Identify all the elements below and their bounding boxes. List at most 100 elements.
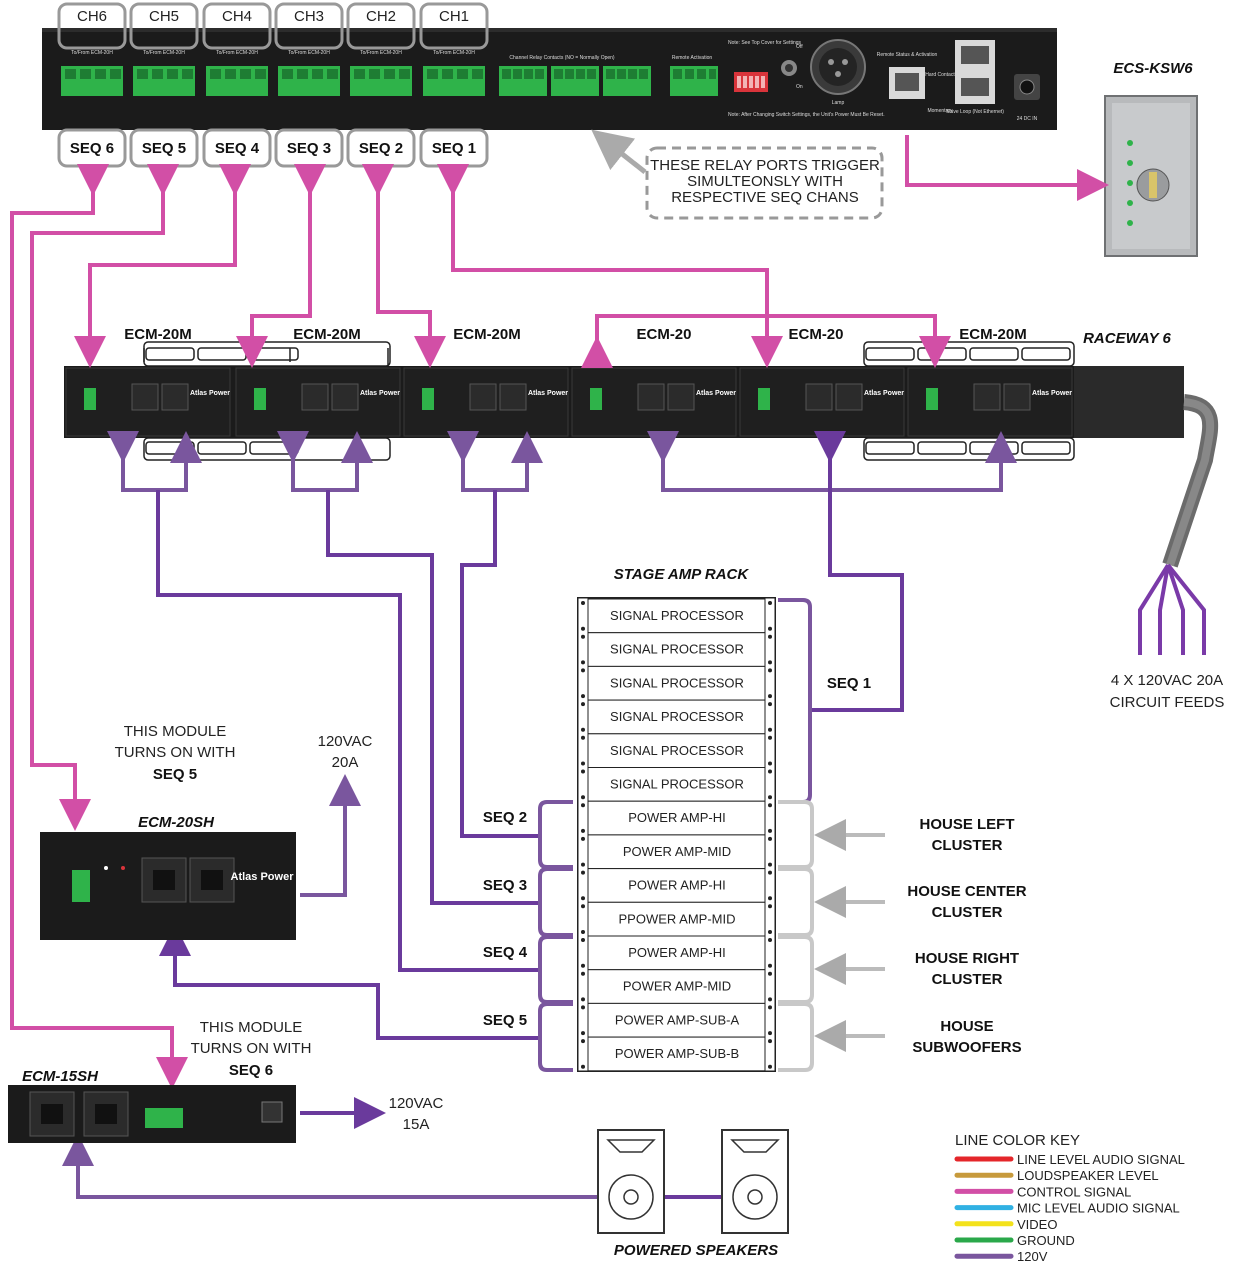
power-lines: [62, 431, 1017, 1199]
rack-unit-label: SIGNAL PROCESSOR: [610, 709, 744, 724]
rack-unit: SIGNAL PROCESSOR: [581, 665, 772, 701]
module-brand: Atlas Power: [864, 390, 904, 397]
raceway-clip-bottom: [1021, 441, 1071, 455]
relay-header: Channel Relay Contacts (NO = Normally Op…: [509, 55, 615, 61]
ecs-ksw6-keyswitch: ECS-KSW6: [1104, 60, 1198, 257]
channel-caption: To/From ECM-20H: [288, 50, 330, 56]
channel-module-6: To/From ECM-20H: [61, 50, 123, 96]
color-key-item: LINE LEVEL AUDIO SIGNAL: [954, 1152, 1185, 1167]
slave-loop-rj45-ports[interactable]: [955, 40, 995, 104]
rack-unit-label: POWER AMP-MID: [623, 979, 731, 994]
rack-unit-label: POWER AMP-MID: [623, 844, 731, 859]
raceway-clip-bottom: [865, 441, 915, 455]
seq-label: SEQ 6: [70, 140, 114, 157]
seq-label: SEQ 5: [142, 140, 186, 157]
seq-tag-5: SEQ 5: [483, 1012, 527, 1029]
ecm15sh-note-1: THIS MODULE: [200, 1019, 303, 1036]
cluster-sub-2: SUBWOOFERS: [912, 1039, 1021, 1056]
rack-unit: PPOWER AMP-MID: [581, 901, 772, 937]
seq-label: SEQ 3: [287, 140, 331, 157]
relay-callout: THESE RELAY PORTS TRIGGER SIMULTEONSLY W…: [591, 129, 884, 220]
color-key-label: LOUDSPEAKER LEVEL: [1017, 1168, 1159, 1183]
relay-callout-line-1: THESE RELAY PORTS TRIGGER: [650, 157, 880, 174]
dip-switch-bank[interactable]: [734, 72, 768, 92]
color-key-item: 120V: [954, 1249, 1048, 1264]
raceway-module-label: ECM-20M: [959, 326, 1027, 343]
channel-label: CH1: [439, 8, 469, 25]
seq-tag-4: SEQ 4: [483, 944, 528, 961]
raceway-clip-top: [145, 347, 195, 361]
rack-unit-label: SIGNAL PROCESSOR: [610, 608, 744, 623]
lamp-xlr-connector[interactable]: Lamp: [810, 39, 866, 106]
seq-tag-1: SEQ 1: [827, 675, 871, 692]
cluster-right-1: HOUSE RIGHT: [915, 950, 1019, 967]
raceway-clip-bottom: [969, 441, 1019, 455]
module-brand: Atlas Power: [696, 390, 736, 397]
raceway-module-6: Atlas Power: [907, 367, 1073, 437]
color-key-label: VIDEO: [1017, 1217, 1057, 1232]
module-brand: Atlas Power: [528, 390, 568, 397]
ecs-ksw6-label: ECS-KSW6: [1113, 60, 1193, 77]
dc-in-label: 24 DC IN: [1017, 116, 1038, 122]
cluster-center-2: CLUSTER: [932, 904, 1003, 921]
seq-tag-2: SEQ 2: [483, 809, 527, 826]
channel-module-2: To/From ECM-20H: [350, 50, 412, 96]
raceway-clip-bottom: [249, 441, 299, 455]
raceway-chassis: [64, 366, 1074, 438]
rack-unit-label: POWER AMP-SUB-B: [615, 1046, 739, 1061]
speaker-left-icon: [597, 1129, 665, 1234]
color-key-item: VIDEO: [954, 1217, 1057, 1232]
rack-unit: POWER AMP-SUB-B: [581, 1036, 772, 1072]
rack-title: STAGE AMP RACK: [614, 566, 750, 583]
ecm20sh-feed-1: 120VAC: [318, 733, 373, 750]
rack-unit-label: SIGNAL PROCESSOR: [610, 675, 744, 690]
color-key-item: LOUDSPEAKER LEVEL: [954, 1168, 1159, 1183]
ecm20sh-note-3: SEQ 5: [153, 766, 197, 783]
rack-unit: POWER AMP-SUB-A: [581, 1002, 772, 1038]
rack-unit: POWER AMP-HI: [581, 800, 772, 836]
power-toggle-switch[interactable]: Off On: [781, 44, 803, 90]
color-key-label: LINE LEVEL AUDIO SIGNAL: [1017, 1152, 1185, 1167]
dc-input-jack[interactable]: 24 DC IN: [1014, 74, 1040, 122]
ecm15sh-note-3: SEQ 6: [229, 1062, 273, 1079]
slave-loop-label: Slave Loop (Not Ethernet): [946, 109, 1004, 115]
color-key-item: CONTROL SIGNAL: [954, 1184, 1131, 1199]
ecm20sh-brand: Atlas Power: [231, 871, 295, 883]
channel-module-4: To/From ECM-20H: [206, 50, 268, 96]
rack-unit: POWER AMP-HI: [581, 868, 772, 903]
rack-unit-label: POWER AMP-SUB-A: [615, 1012, 740, 1027]
module-brand: Atlas Power: [1032, 390, 1072, 397]
sequencer-panel: To/From ECM-20H To/From ECM-20H To/From EC…: [42, 28, 1057, 130]
color-key-item: GROUND: [954, 1233, 1075, 1248]
power-whip-cable: 4 X 120VAC 20A CIRCUIT FEEDS: [1110, 394, 1224, 711]
hard-contact-label: Hard Contact: [925, 72, 955, 78]
switch-on-label: On: [796, 84, 803, 90]
raceway-module-4: Atlas Power: [571, 367, 737, 437]
color-key-label: CONTROL SIGNAL: [1017, 1184, 1131, 1199]
color-key-label: MIC LEVEL AUDIO SIGNAL: [1017, 1201, 1180, 1216]
raceway-clip-top: [969, 347, 1019, 361]
raceway-module-label: ECM-20M: [293, 326, 361, 343]
raceway-clip-bottom: [917, 441, 967, 455]
color-key-title: LINE COLOR KEY: [955, 1132, 1080, 1149]
rack-unit-label: POWER AMP-HI: [628, 878, 726, 893]
seq-label: SEQ 2: [359, 140, 403, 157]
cluster-left-1: HOUSE LEFT: [919, 816, 1014, 833]
rack-unit: POWER AMP-MID: [581, 969, 772, 1004]
raceway-title: RACEWAY 6: [1083, 330, 1171, 347]
remote-status-rj45-port[interactable]: [889, 67, 925, 99]
cluster-left-2: CLUSTER: [932, 837, 1003, 854]
channel-label: CH5: [149, 8, 179, 25]
raceway-module-2: Atlas Power: [235, 367, 401, 437]
remote-activation-label: Remote Activation: [672, 55, 713, 61]
rack-unit: POWER AMP-HI: [581, 935, 772, 971]
relay-block-2: [551, 66, 599, 96]
